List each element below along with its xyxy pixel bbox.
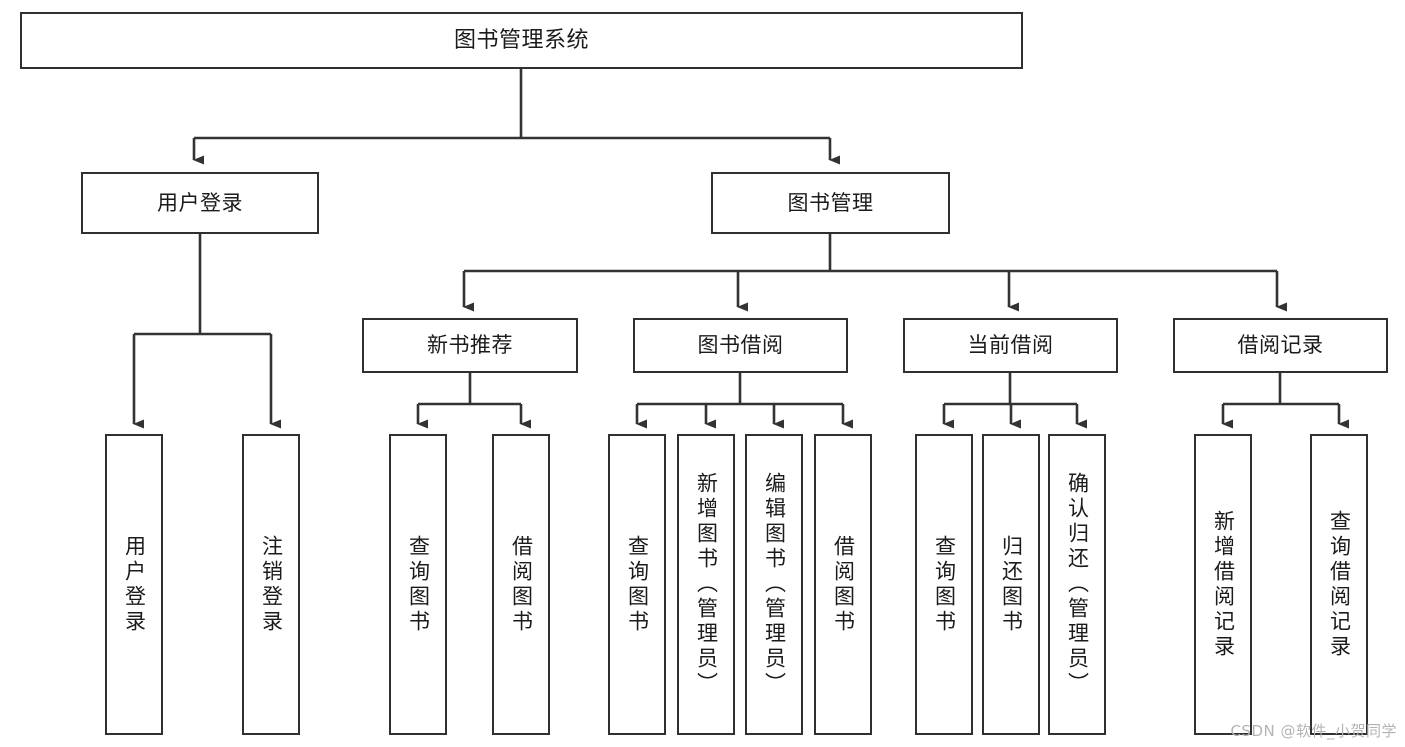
- node-label: 新增借阅记录: [1211, 509, 1236, 660]
- node-label: 新书推荐: [427, 333, 513, 358]
- node-book-management[interactable]: 图书管理: [711, 172, 950, 234]
- node-label: 图书管理: [787, 190, 874, 215]
- node-leaf-return-book[interactable]: 归还图书: [982, 434, 1040, 735]
- node-label: 查询借阅记录: [1327, 509, 1352, 660]
- node-leaf-query-record[interactable]: 查询借阅记录: [1310, 434, 1368, 735]
- node-borrowing-record[interactable]: 借阅记录: [1173, 318, 1388, 373]
- csdn-watermark: CSDN @软件_小贺同学: [1230, 722, 1397, 740]
- node-leaf-confirm-return[interactable]: 确认归还（管理员）: [1048, 434, 1106, 735]
- node-label: 借阅记录: [1237, 333, 1324, 358]
- node-label: 确认归还（管理员）: [1065, 472, 1090, 697]
- node-leaf-query-book-1[interactable]: 查询图书: [389, 434, 447, 735]
- node-book-borrowing[interactable]: 图书借阅: [633, 318, 848, 373]
- node-leaf-query-book-3[interactable]: 查询图书: [915, 434, 973, 735]
- node-label: 借阅图书: [509, 534, 534, 635]
- node-new-book-recommendation[interactable]: 新书推荐: [362, 318, 578, 373]
- node-leaf-borrow-book-1[interactable]: 借阅图书: [492, 434, 550, 735]
- node-leaf-query-book-2[interactable]: 查询图书: [608, 434, 666, 735]
- node-label: 编辑图书（管理员）: [762, 472, 787, 697]
- node-label: 查询图书: [932, 534, 957, 635]
- node-label: 查询图书: [406, 534, 431, 635]
- node-label: 查询图书: [625, 534, 650, 635]
- node-leaf-borrow-book-2[interactable]: 借阅图书: [814, 434, 872, 735]
- node-leaf-user-login[interactable]: 用户登录: [105, 434, 163, 735]
- node-label: 借阅图书: [831, 534, 856, 635]
- node-leaf-add-record[interactable]: 新增借阅记录: [1194, 434, 1252, 735]
- node-label: 用户登录: [157, 190, 243, 215]
- node-label: 注销登录: [259, 534, 284, 635]
- node-label: 当前借阅: [967, 333, 1054, 358]
- node-leaf-edit-book[interactable]: 编辑图书（管理员）: [745, 434, 803, 735]
- node-user-login[interactable]: 用户登录: [81, 172, 319, 234]
- node-book-management-system[interactable]: 图书管理系统: [20, 12, 1023, 69]
- node-label: 图书借阅: [697, 333, 784, 358]
- node-current-borrowing[interactable]: 当前借阅: [903, 318, 1118, 373]
- node-leaf-logout[interactable]: 注销登录: [242, 434, 300, 735]
- node-label: 用户登录: [122, 534, 147, 635]
- node-leaf-add-book[interactable]: 新增图书（管理员）: [677, 434, 735, 735]
- node-label: 新增图书（管理员）: [694, 472, 719, 697]
- node-label: 图书管理系统: [453, 27, 589, 53]
- node-label: 归还图书: [999, 534, 1024, 635]
